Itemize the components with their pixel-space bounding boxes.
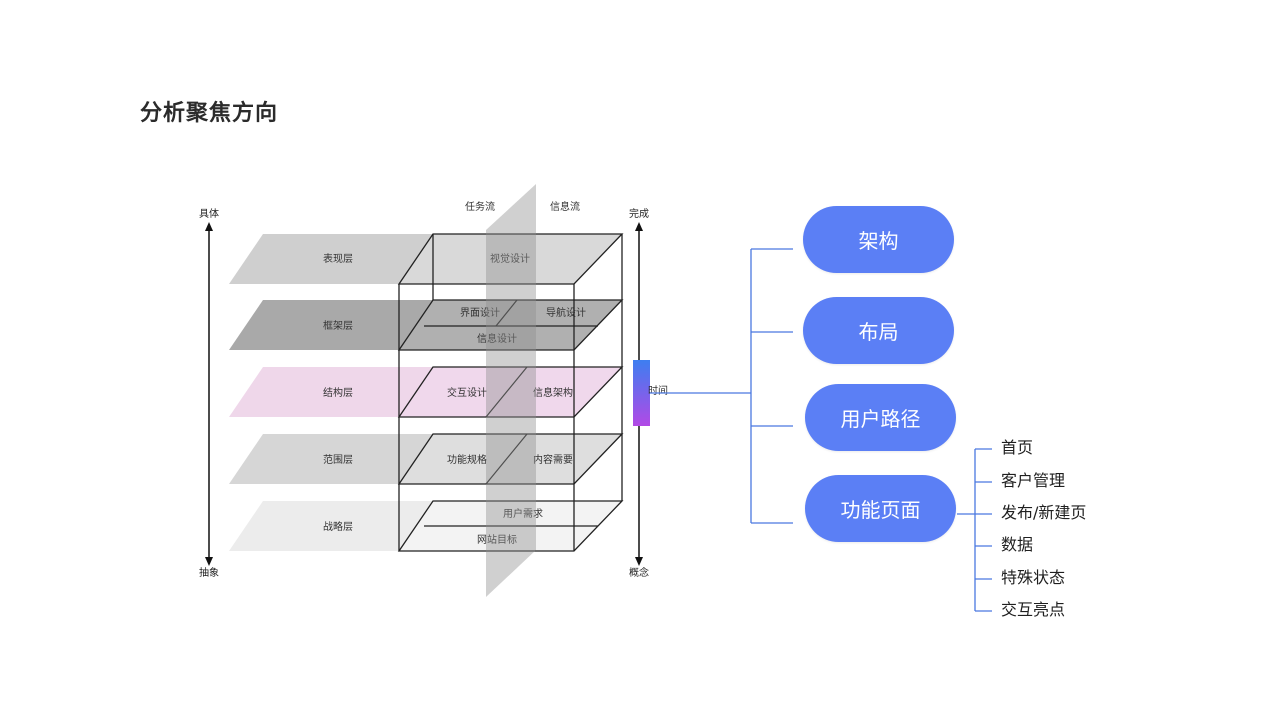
left-axis-top-label: 具体 [199,208,219,220]
layer-strategy: 战略层 用户需求 网站目标 [229,500,624,552]
right-axis-top-label: 完成 [629,207,649,220]
task-flow-label: 任务流 [465,200,495,213]
layer-item: 功能规格 [447,453,487,466]
focus-label: 功能页面 [840,498,921,522]
layer-item: 交互设计 [447,386,487,399]
focus-label: 架构 [858,229,899,253]
layer-item: 网站目标 [477,533,517,546]
layer-item: 界面设计 [460,306,500,319]
focus-function-pages[interactable]: 功能页面 [805,475,956,542]
layer-item: 信息架构 [533,386,573,399]
page-title: 分析聚焦方向 [140,101,279,126]
layer-item: 视觉设计 [490,252,530,265]
focus-connectors [650,248,793,524]
layer-scope: 范围层 功能规格 内容需要 [229,433,624,485]
layer-name: 结构层 [323,386,353,399]
function-page-connectors [957,448,992,612]
layer-name: 战略层 [323,520,353,533]
left-axis-bottom-label: 抽象 [199,566,219,579]
focus-label: 用户路径 [840,407,921,431]
layer-item: 内容需要 [533,453,573,466]
layer-item: 导航设计 [546,306,586,319]
function-page-item-customer-management[interactable]: 客户管理 [1001,471,1066,490]
divider-plane [486,184,536,597]
focus-label: 布局 [858,320,899,344]
right-axis-bottom-label: 概念 [629,566,649,579]
time-marker [633,360,650,426]
layer-name: 框架层 [323,319,353,332]
layer-item: 用户需求 [503,507,543,520]
layer-name: 范围层 [323,453,353,466]
layer-name: 表现层 [323,252,353,265]
focus-user-path[interactable]: 用户路径 [805,384,956,451]
layer-presentation: 表现层 视觉设计 [229,233,624,285]
function-page-item-interaction-highlights[interactable]: 交互亮点 [1001,600,1066,619]
left-axis: 具体 抽象 [199,208,219,579]
box-frame [398,234,623,551]
layer-item: 信息设计 [477,332,517,345]
focus-layout[interactable]: 布局 [803,297,954,364]
layer-structure: 结构层 交互设计 信息架构 [229,366,624,418]
function-page-item-special-states[interactable]: 特殊状态 [1001,568,1066,587]
time-marker-label: 时间 [648,384,668,397]
focus-architecture[interactable]: 架构 [803,206,954,273]
info-flow-label: 信息流 [550,200,580,213]
function-page-item-home[interactable]: 首页 [1001,438,1034,457]
function-page-item-data[interactable]: 数据 [1001,535,1034,554]
layer-framework: 框架层 界面设计 导航设计 信息设计 [229,299,624,351]
function-page-item-publish-create[interactable]: 发布/新建页 [1001,503,1087,522]
